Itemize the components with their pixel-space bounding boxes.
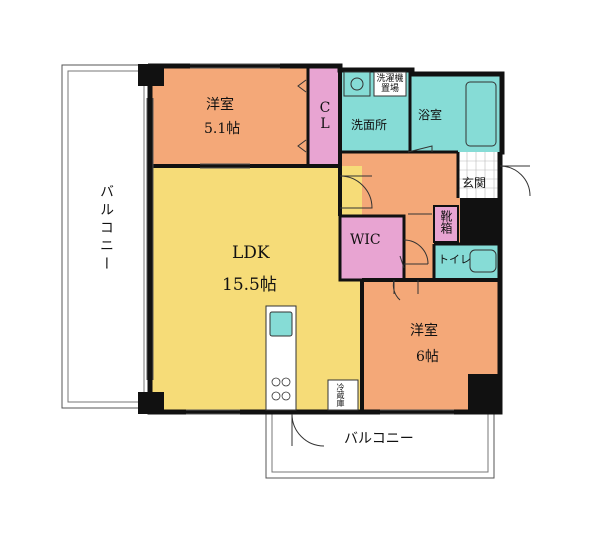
- wic-name: WIC: [350, 232, 381, 248]
- entrance-name: 玄関: [462, 176, 487, 190]
- closet-area: [308, 68, 340, 166]
- ldk-name: LDK: [232, 243, 270, 263]
- shoe-box-name: 靴箱: [439, 210, 453, 234]
- kitchen-sink: [269, 311, 293, 337]
- toilet-bowl: [469, 249, 497, 273]
- western-room-1-size: 5.1帖: [204, 121, 241, 137]
- fridge-space: [327, 379, 359, 411]
- shoe-box-area: [434, 206, 458, 242]
- toilet-name: トイレ: [438, 253, 471, 266]
- fridge-label: 冷蔵庫: [336, 383, 345, 407]
- washer-space: [373, 71, 407, 97]
- closet-name: CL: [317, 100, 333, 132]
- balcony-south-label: バルコニー: [344, 431, 414, 447]
- washer-label: 洗濯機置場: [376, 74, 404, 94]
- bathroom-name: 浴室: [418, 108, 443, 122]
- ldk-area: [152, 166, 362, 412]
- entrance-area: [458, 152, 500, 198]
- western-room-2-size: 6帖: [416, 349, 439, 365]
- balcony-south-outline: [265, 411, 495, 479]
- western-room-1-area: [152, 68, 308, 166]
- western-room-2-name: 洋室: [410, 323, 438, 339]
- balcony-west-outline: [61, 64, 149, 409]
- washbasin: [343, 71, 371, 97]
- balcony-west-label: バルコニー: [98, 184, 114, 274]
- ldk-size: 15.5帖: [222, 275, 277, 295]
- washroom-name: 洗面所: [351, 118, 388, 132]
- western-room-1-name: 洋室: [206, 97, 234, 113]
- wic-area: [340, 216, 404, 280]
- bathtub: [465, 81, 497, 147]
